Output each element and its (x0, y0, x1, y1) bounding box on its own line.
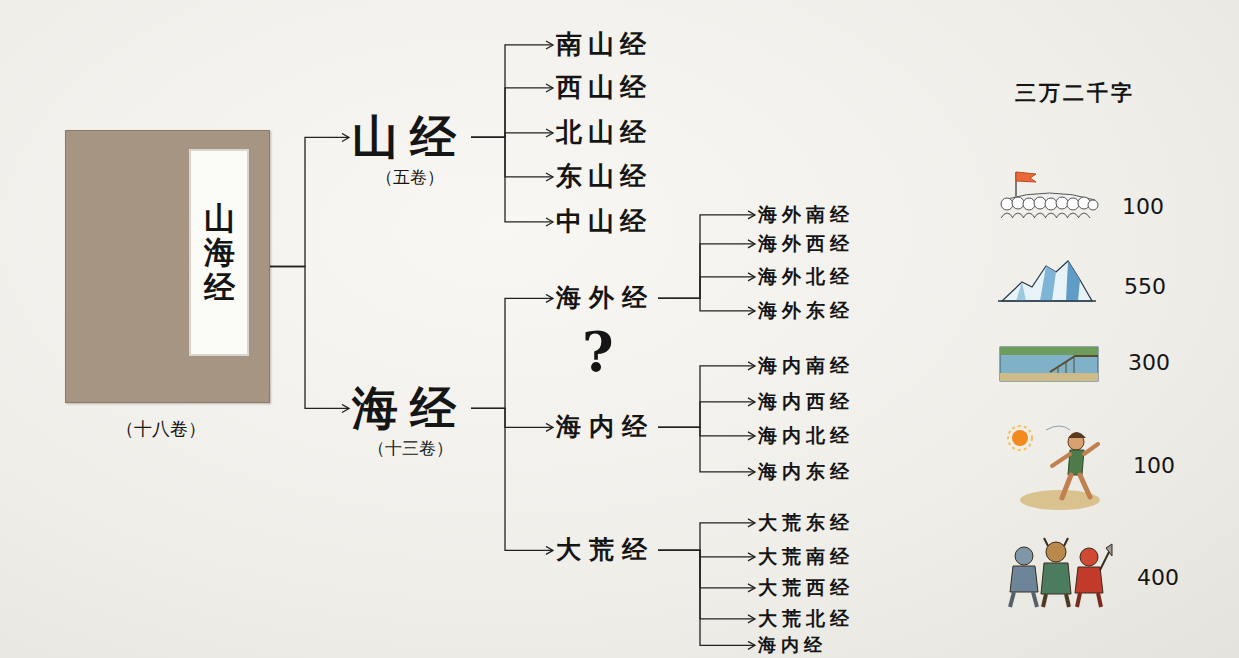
tree-connector (658, 402, 755, 427)
kuafu-icon (1008, 426, 1100, 510)
tree-node: 海内西经 (758, 391, 854, 413)
tree-connector (658, 550, 755, 557)
tree-node: 西山经 (556, 73, 652, 103)
count-number: 100 (1122, 194, 1164, 219)
node-title: 大荒东经 (758, 512, 854, 534)
tree-node: 大荒南经 (758, 546, 854, 568)
book-title-label: 山海经 (189, 149, 249, 356)
node-title: 大荒经 (556, 536, 655, 565)
count-number: 550 (1124, 274, 1166, 299)
node-title: 海外经 (556, 284, 655, 313)
river-icon (1000, 347, 1098, 381)
tree-connector (471, 137, 553, 222)
tree-connector (658, 277, 755, 298)
book-title: 山海经 (204, 201, 235, 303)
node-title: 东山经 (556, 162, 652, 192)
tree-connector (658, 427, 755, 472)
node-title: 海内南经 (758, 355, 854, 377)
tree-connector (270, 267, 349, 409)
tree-node: 海外北经 (758, 266, 854, 288)
tree-connector (658, 244, 755, 298)
tree-connector (658, 427, 755, 436)
mountain-icon (998, 261, 1096, 301)
node-title: 西山经 (556, 73, 652, 103)
volume-count: （五卷） (376, 168, 444, 188)
node-title: 海经 (352, 382, 468, 435)
node-title: 海外北经 (758, 266, 854, 288)
node-title: 北山经 (556, 118, 652, 148)
tree-node: 海内南经 (758, 355, 854, 377)
tree-connector (471, 408, 553, 427)
tree-connector (270, 137, 349, 266)
node-title: 大荒北经 (758, 608, 854, 630)
tree-connector (471, 133, 553, 138)
node-title: 海内经 (556, 413, 655, 442)
volume-count: （十三卷） (368, 439, 453, 459)
tree-connector (471, 137, 553, 177)
node-title: 山经 (352, 111, 468, 164)
node-title: 海内西经 (758, 391, 854, 413)
node-title: 南山经 (556, 30, 652, 60)
tree-node: 山经 （五卷） (352, 111, 468, 187)
tree-node: 大荒经 (556, 536, 655, 565)
book-cover: 山海经（十八卷） (65, 130, 270, 403)
crowd-icon (1001, 172, 1098, 218)
tree-node: 东山经 (556, 162, 652, 192)
tree-node: 中山经 (556, 207, 652, 237)
node-title: 海内北经 (758, 425, 854, 447)
tree-connector (471, 88, 553, 138)
tree-node: 南山经 (556, 30, 652, 60)
tree-node: 北山经 (556, 118, 652, 148)
count-number: 100 (1133, 453, 1175, 478)
tree-connector (658, 298, 755, 311)
node-title: 海内东经 (758, 461, 854, 483)
tree-node: 海内北经 (758, 425, 854, 447)
tree-connector (471, 408, 553, 550)
tree-node: 海外南经 (758, 204, 854, 226)
node-title: 海内经 (758, 635, 827, 656)
count-number: 400 (1137, 565, 1179, 590)
monsters-icon (1010, 538, 1112, 607)
tree-connector (658, 523, 755, 550)
node-title: 海外西经 (758, 233, 854, 255)
volume-count: （十八卷） (66, 419, 256, 440)
node-title: 海外南经 (758, 204, 854, 226)
word-count: 三万二千字 (1015, 81, 1135, 105)
node-title: 大荒西经 (758, 577, 854, 599)
tree-connector (471, 45, 553, 138)
tree-node: 大荒西经 (758, 577, 854, 599)
tree-connector (658, 215, 755, 298)
tree-node: 海内东经 (758, 461, 854, 483)
tree-node: 海外西经 (758, 233, 854, 255)
tree-node: 海内经 (556, 413, 655, 442)
question-mark: ? (582, 321, 614, 383)
tree-connector (658, 366, 755, 427)
tree-connector (658, 550, 755, 588)
tree-node: 海经 （十三卷） (352, 382, 468, 458)
count-number: 300 (1128, 350, 1170, 375)
node-title: 大荒南经 (758, 546, 854, 568)
tree-node: 海内经 (758, 635, 827, 656)
node-title: 中山经 (556, 207, 652, 237)
tree-node: 海外东经 (758, 300, 854, 322)
tree-node: 海外经 (556, 284, 655, 313)
tree-node: 大荒北经 (758, 608, 854, 630)
tree-node: 大荒东经 (758, 512, 854, 534)
tree-connector (658, 550, 755, 619)
tree-connector (471, 298, 553, 408)
node-title: 海外东经 (758, 300, 854, 322)
tree-connector (658, 550, 755, 645)
